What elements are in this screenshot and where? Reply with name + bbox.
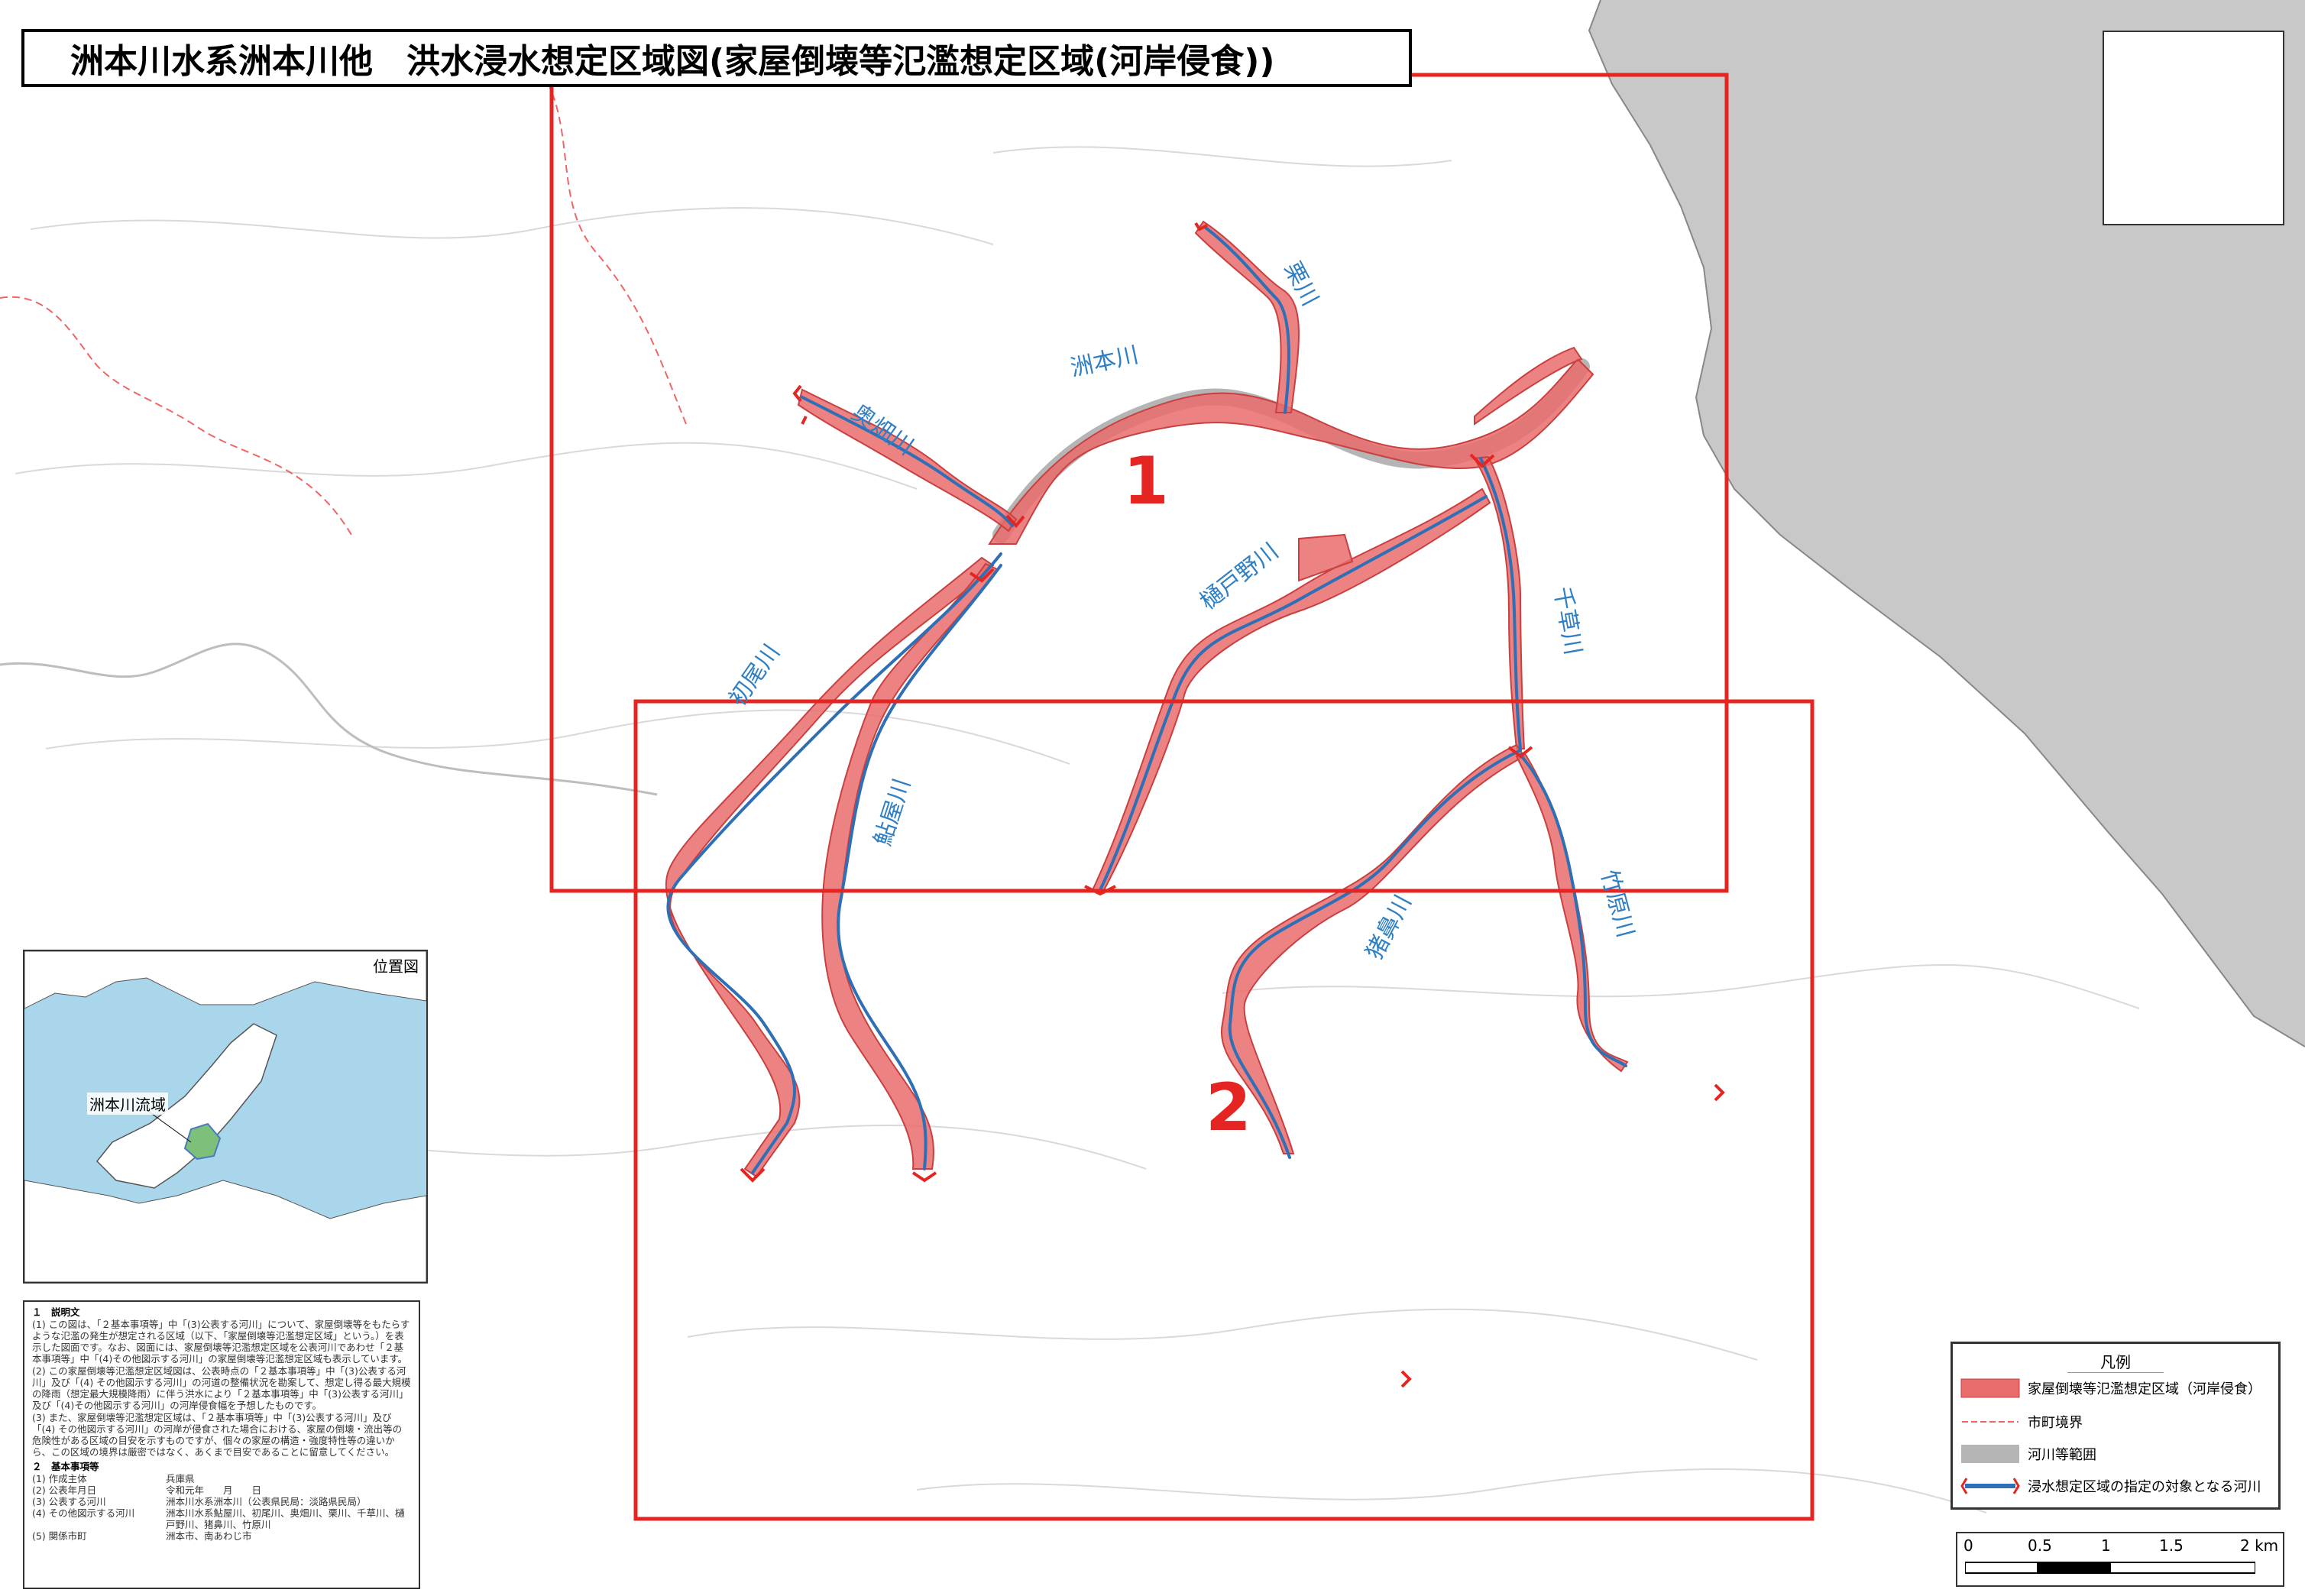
notes-paragraph: (1) この図は、「２基本事項等」中「(3)公表する河川」について、家屋倒壊等を… — [32, 1319, 410, 1365]
scale-tick-label: 0.5 — [2028, 1536, 2052, 1555]
coastline — [1588, 0, 2305, 1047]
scale-bar: 0 0.5 1 1.5 2 km — [1956, 1532, 2284, 1587]
legend-item-erosion: 家屋倒壊等氾濫想定区域（河岸侵食） — [1960, 1377, 2261, 1399]
notes-paragraph: (2) この家屋倒壊等氾濫想定区域図は、公表時点の「２基本事項等」中「(3)公表… — [32, 1365, 411, 1411]
inset-title: 位置図 — [373, 957, 419, 976]
river-range-swatch-icon — [1961, 1445, 2019, 1463]
scale-tick-label: 0 — [1963, 1536, 1973, 1555]
legend-item-river-range: 河川等範囲 — [1960, 1443, 2096, 1465]
inset-land-south — [24, 1180, 426, 1282]
info-row: (4) その他図示する河川洲本川水系鮎屋川、初尾川、奥畑川、栗川、千草川、樋戸野… — [32, 1507, 405, 1530]
area-label-2: 2 — [1206, 1070, 1251, 1146]
sea-area — [1589, 0, 2305, 1047]
scale-tick-label: 2 km — [2240, 1536, 2279, 1555]
location-inset: 位置図 洲本川流域 — [23, 950, 428, 1284]
legend: 凡例 家屋倒壊等氾濫想定区域（河岸侵食） 市町境界 河川等範囲 浸水想定区域の指… — [1951, 1342, 2281, 1510]
explanatory-notes: １ 説明文 (1) この図は、「２基本事項等」中「(3)公表する河川」について、… — [23, 1300, 420, 1589]
target-river-icon — [1960, 1478, 2020, 1494]
info-row: (1) 作成主体兵庫県 — [32, 1473, 195, 1484]
notes-section2-title: ２ 基本事項等 — [32, 1461, 99, 1472]
legend-title: 凡例 — [2067, 1350, 2164, 1373]
inset-map — [24, 951, 426, 1282]
erosion-swatch-icon — [1960, 1378, 2020, 1398]
river-end-markers — [740, 222, 1725, 1388]
area-label-1: 1 — [1123, 443, 1169, 520]
legend-item-boundary: 市町境界 — [1960, 1411, 2083, 1433]
inset-land-north — [24, 951, 426, 1009]
map-title-box: 洲本川水系洲本川他 洪水浸水想定区域図(家屋倒壊等氾濫想定区域(河岸侵食)) — [21, 29, 1412, 87]
info-row: (2) 公表年月日令和元年 月 日 — [32, 1484, 262, 1496]
inset-awaji-island — [96, 1023, 277, 1189]
scale-tick-label: 1.5 — [2159, 1536, 2184, 1555]
municipal-boundary — [0, 60, 688, 536]
notes-paragraph: (3) また、家屋倒壊等氾濫想定区域は、「２基本事項等」中「(3)公表する河川」… — [32, 1412, 403, 1458]
scale-tick-label: 1 — [2101, 1536, 2111, 1555]
erosion-zones — [665, 220, 1629, 1178]
map-title: 洲本川水系洲本川他 洪水浸水想定区域図(家屋倒壊等氾濫想定区域(河岸侵食)) — [70, 42, 1275, 81]
info-row: (5) 関係市町洲本市、南あわじ市 — [32, 1530, 252, 1542]
boundary-line-icon — [1962, 1421, 2018, 1423]
compass-box — [2103, 31, 2284, 225]
legend-item-target-river: 浸水想定区域の指定の対象となる河川 — [1960, 1475, 2261, 1497]
area-frame-2 — [633, 699, 1815, 1521]
notes-section1-title: １ 説明文 — [32, 1306, 80, 1318]
road-line — [0, 643, 658, 796]
inset-basin — [183, 1122, 222, 1161]
scale-bar-graphic — [1965, 1562, 2255, 1574]
info-row: (3) 公表する河川洲本川水系洲本川（公表県民局：淡路県民局） — [32, 1496, 367, 1507]
inset-basin-label: 洲本川流域 — [87, 1093, 168, 1115]
